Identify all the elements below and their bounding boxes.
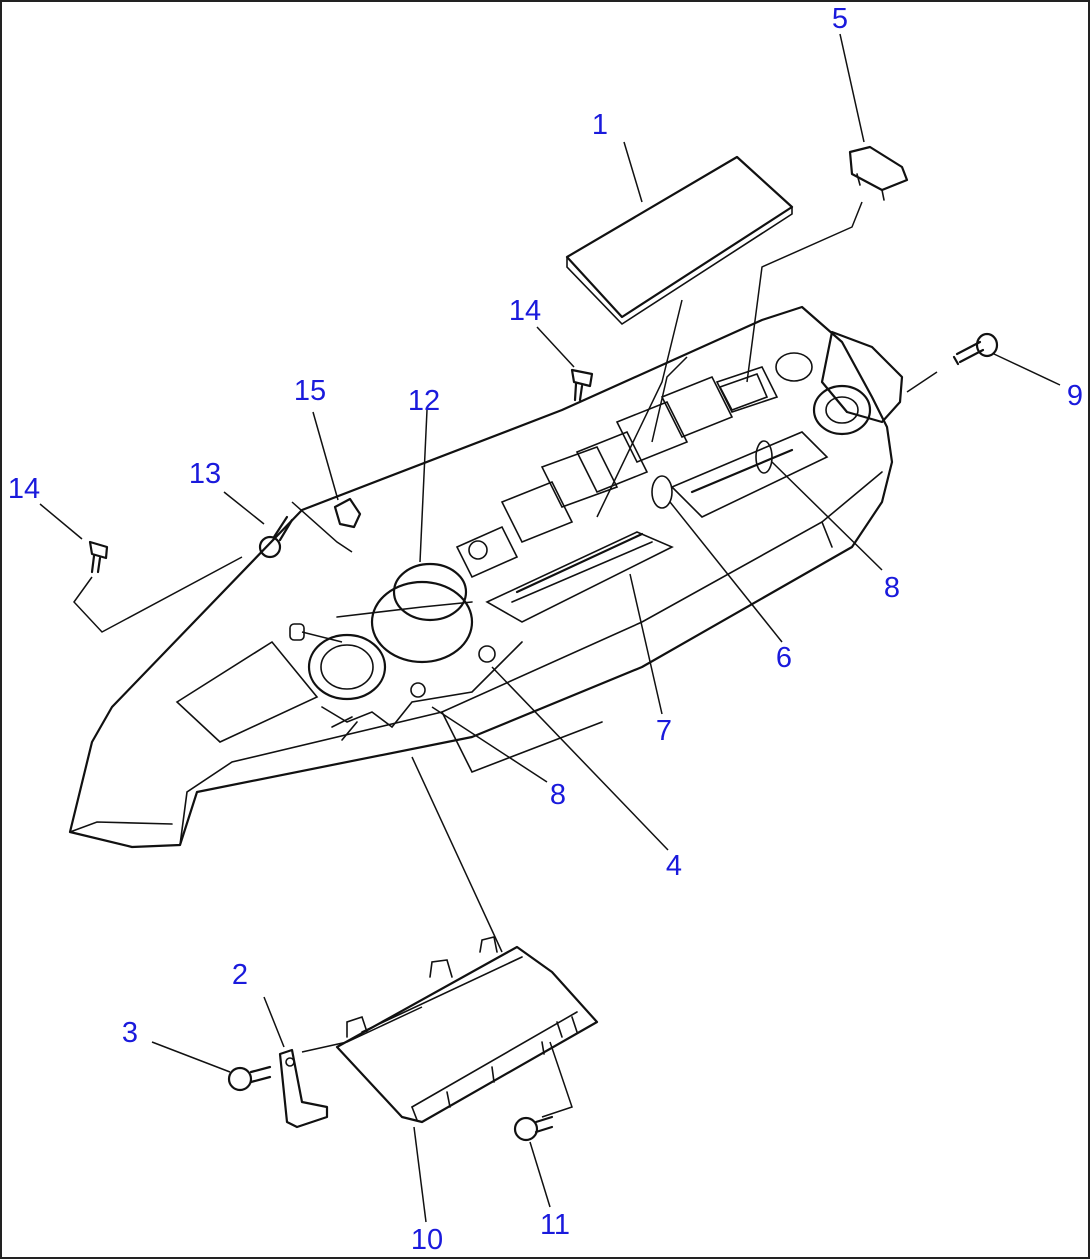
part-2-bracket xyxy=(278,1048,329,1129)
callout-4: 4 xyxy=(666,850,682,882)
console-body xyxy=(68,305,904,849)
part-3-bolt xyxy=(227,1065,272,1092)
callout-9: 9 xyxy=(1067,380,1083,412)
part-1-cover xyxy=(565,155,794,326)
part-14-screw-top xyxy=(570,368,594,402)
part-13-bolt xyxy=(258,515,294,559)
callout-10: 10 xyxy=(411,1224,443,1256)
callout-5: 5 xyxy=(832,3,848,35)
callout-13: 13 xyxy=(189,458,221,490)
callout-8-left: 8 xyxy=(550,779,566,811)
part-10-plate xyxy=(335,936,599,1124)
callout-15: 15 xyxy=(294,375,326,407)
callout-14-top: 14 xyxy=(509,295,541,327)
callout-2: 2 xyxy=(232,959,248,991)
part-15-knob xyxy=(333,497,362,529)
part-11-bolt xyxy=(513,1115,554,1142)
part-14-screw-left xyxy=(88,540,109,574)
part-5-clip xyxy=(848,145,909,201)
callout-12: 12 xyxy=(408,385,440,417)
callout-3: 3 xyxy=(122,1017,138,1049)
callout-14-left: 14 xyxy=(8,473,40,505)
callouts: 1 2 3 4 5 6 7 8 8 9 10 11 12 13 14 14 15 xyxy=(8,3,1083,1256)
callout-11: 11 xyxy=(540,1209,570,1241)
callout-6: 6 xyxy=(776,642,792,674)
callout-7: 7 xyxy=(656,715,672,747)
leader-lines xyxy=(39,33,1061,1223)
callout-8-right: 8 xyxy=(884,572,900,604)
callout-1: 1 xyxy=(592,109,608,141)
part-9-bolt xyxy=(952,332,999,366)
